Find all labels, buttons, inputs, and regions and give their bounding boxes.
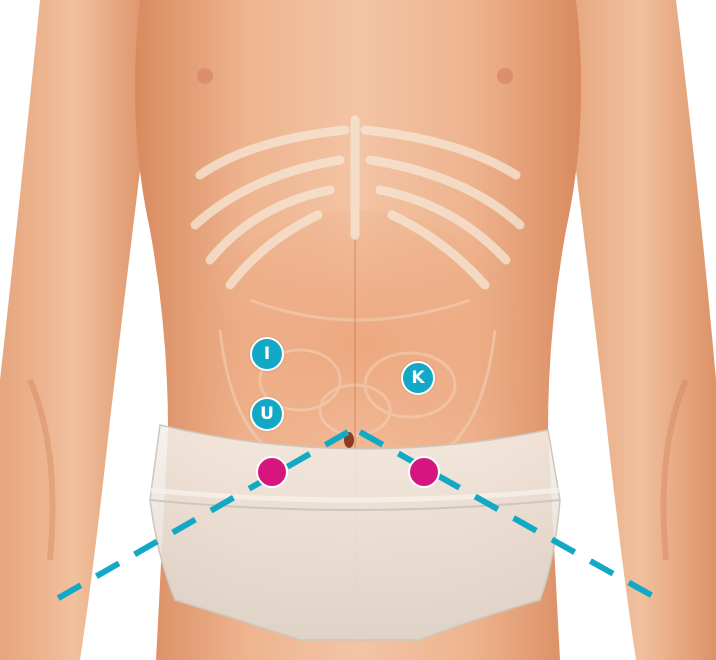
marker-u-label: U (260, 404, 274, 424)
marker-k: K (401, 361, 435, 395)
port-circle-icon (408, 456, 440, 488)
marker-u: U (250, 397, 284, 431)
left-arm (0, 0, 150, 660)
marker-k-label: K (411, 368, 424, 388)
underwear (150, 425, 560, 640)
right-arm (566, 0, 716, 660)
marker-i-label: I (264, 344, 270, 364)
port-circle-icon (256, 456, 288, 488)
marker-i: I (250, 337, 284, 371)
